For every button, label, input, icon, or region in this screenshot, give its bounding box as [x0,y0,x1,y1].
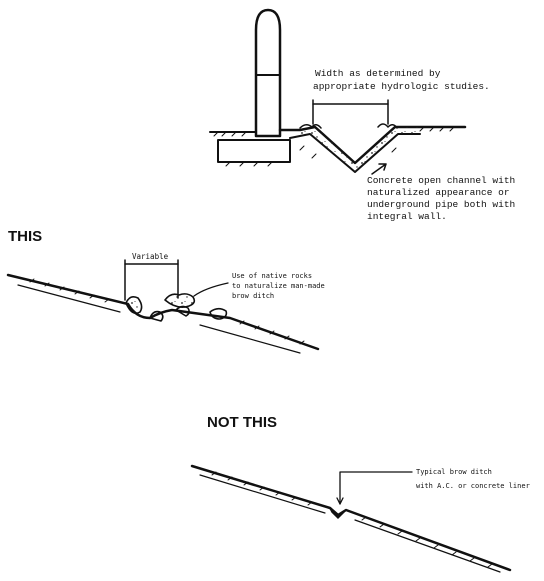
not-this-heading: NOT THIS [207,414,277,431]
ditch-leader-line [339,471,413,505]
rocks-note-line-3: brow ditch [232,292,274,300]
ditch-note-line-2: with A.C. or concrete liner [416,482,530,490]
rocks-leader-line [193,282,229,297]
native-rock-ditch-section [6,259,320,354]
channel-note-line-4: integral wall. [367,211,447,222]
ground-hatch-left [213,131,273,167]
retaining-wall [254,8,282,138]
width-note-line-2: appropriate hydrologic studies. [313,81,490,92]
channel-note-line-3: underground pipe both with [367,199,515,210]
ground-hatch-right [299,126,455,159]
channel-rocks [299,123,398,129]
wall-footing [217,139,291,163]
ditch-leader-arrow [336,497,344,505]
rocks-note-line-1: Use of native rocks [232,272,312,280]
width-note-line-1: Width as determined by [315,68,441,79]
ditch-note-line-1: Typical brow ditch [416,468,492,476]
channel-note-line-2: naturalized appearance or [367,187,510,198]
variable-label: Variable [132,252,169,261]
not-this-slope-hatch [211,471,493,568]
rocks-note-line-2: to naturalize man-made [232,282,325,290]
wall-and-channel-section [209,8,467,175]
not-this-slope-lower [199,474,501,573]
rock-speckle [126,293,195,314]
this-heading: THIS [8,228,42,245]
typical-brow-ditch-section [190,464,512,573]
this-slope-lower [17,284,301,354]
this-slope-hatch [29,278,305,345]
channel-leader-arrow [371,163,387,175]
channel-lining-fill [290,127,420,172]
channel-note-line-1: Concrete open channel with [367,175,515,186]
ditch-liner [329,507,347,520]
